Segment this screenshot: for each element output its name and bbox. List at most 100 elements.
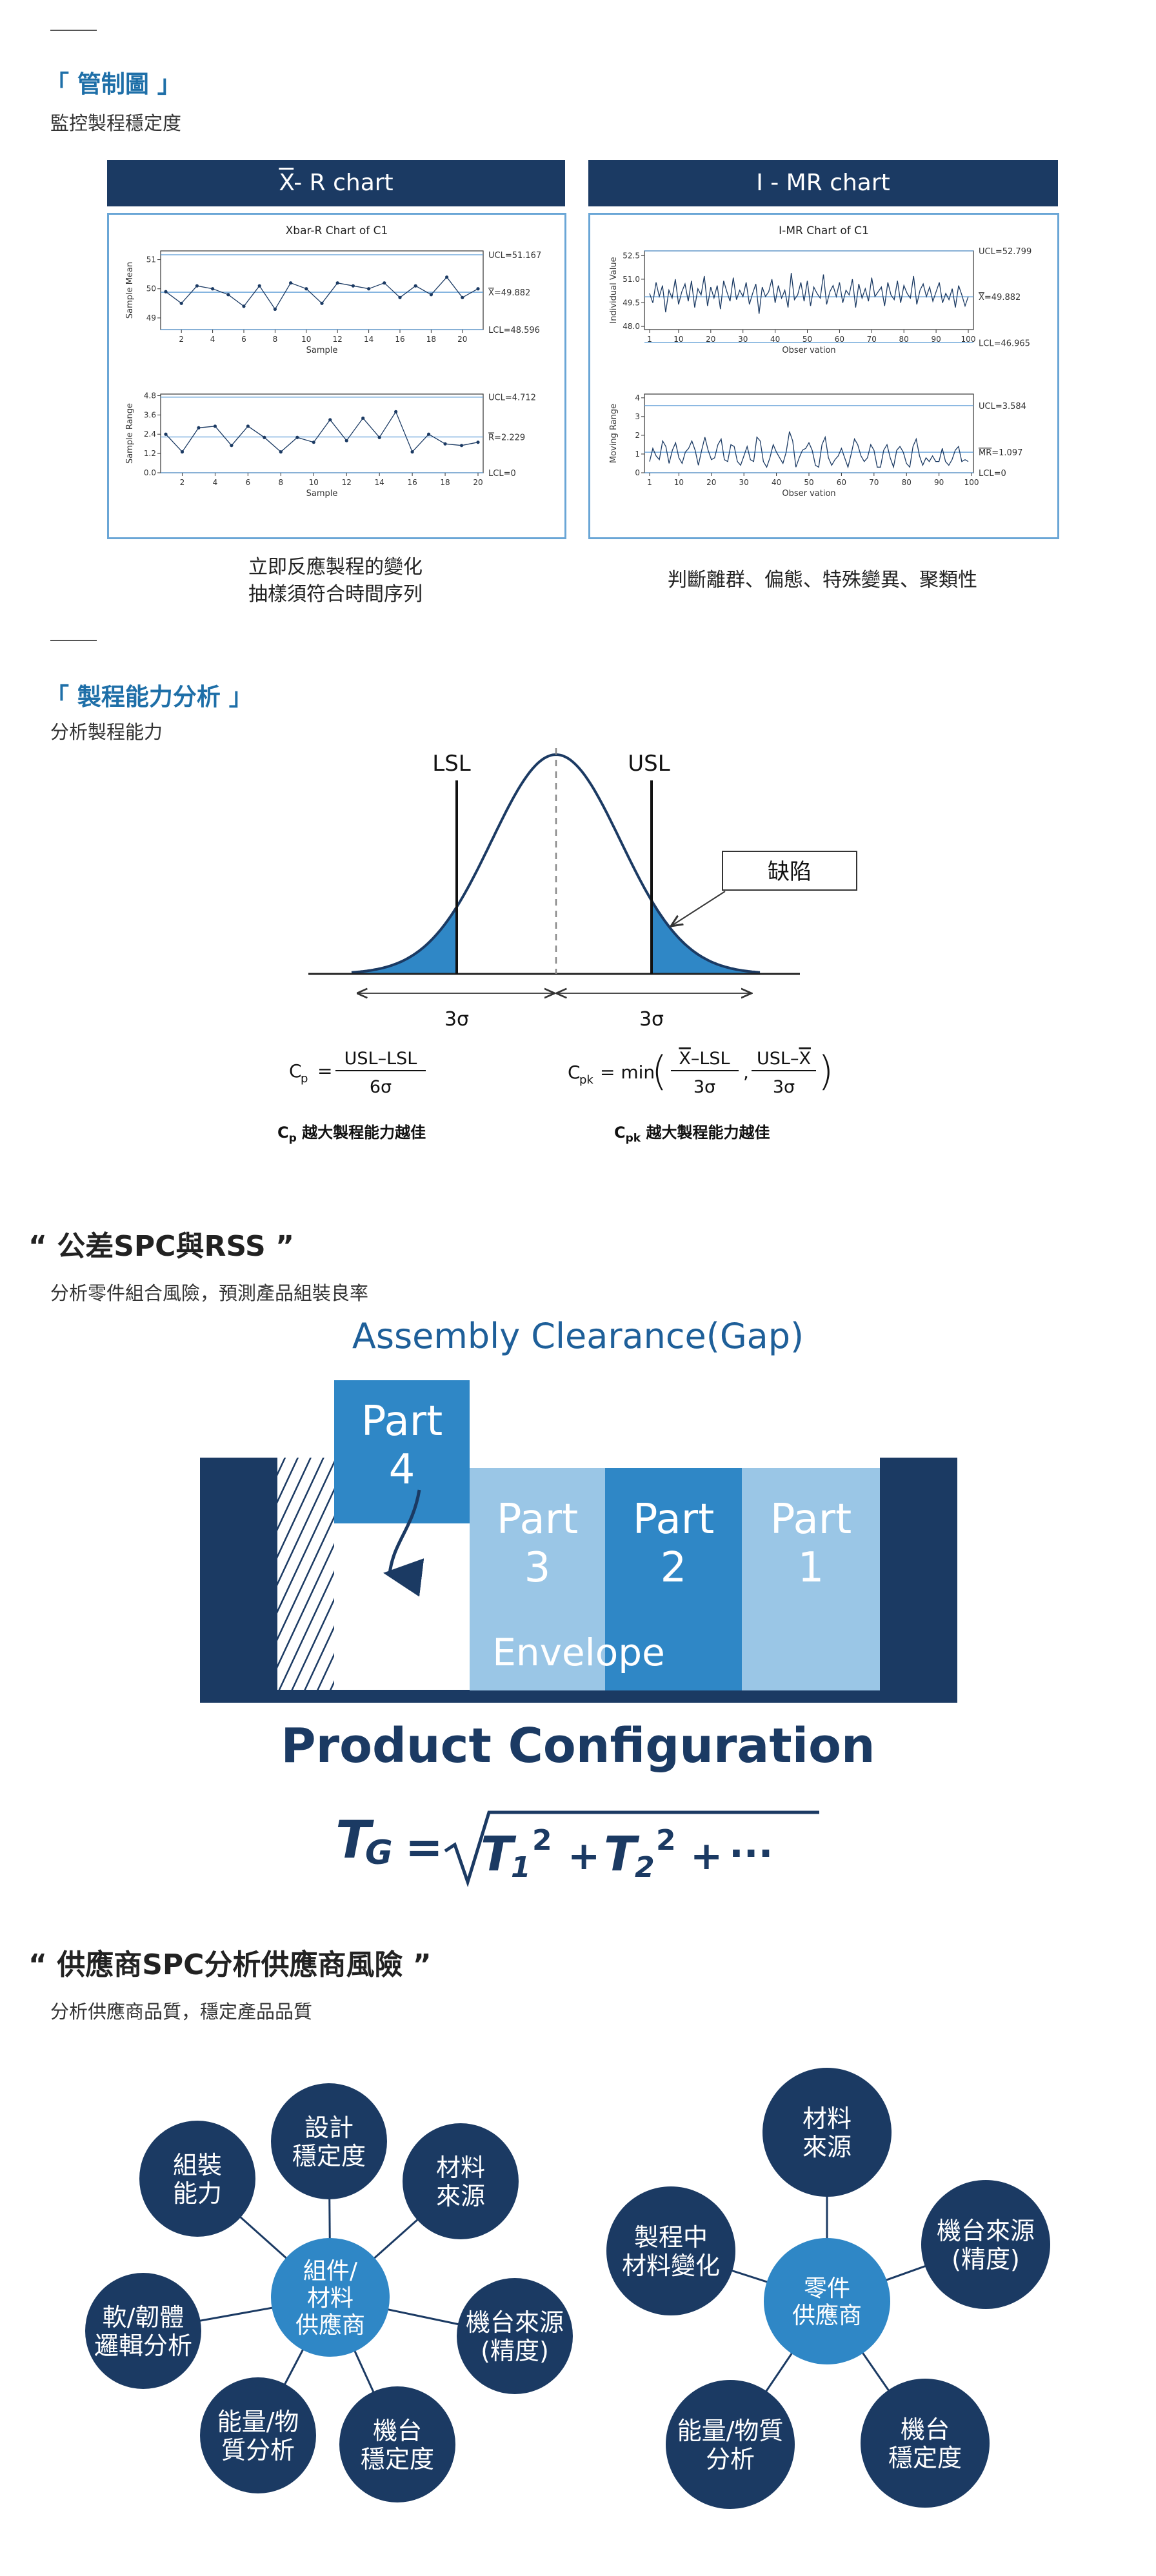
x-tick-label: 20 [457,335,467,344]
y-tick-label: 49 [146,313,156,322]
x-axis-label: Sample [306,346,338,355]
xbar-chart-header: X- R chart [107,160,565,206]
imr-chart: I-MR Chart of C1UCL=52.799X=49.882LCL=46… [609,224,1031,499]
y-tick-label: 1 [635,450,640,459]
x-tick-label: 40 [770,335,780,344]
data-point [476,287,480,291]
x-tick-label: 6 [241,335,246,344]
section-title-tolerance: “ 公差SPC與RSS ” [28,1230,294,1263]
svg-text:2: 2 [656,1824,676,1857]
ucl-label: UCL=51.167 [488,251,541,261]
y-tick-label: 3 [635,412,640,421]
x-tick-label: 14 [364,335,374,344]
x-tick-label: 10 [673,335,683,344]
data-point [304,287,308,291]
cpk-caption: Cpk 越大製程能力越佳 [614,1124,770,1145]
factor-node-label: 穩定度 [361,2445,434,2473]
plot-frame [160,250,484,330]
envelope-label: Envelope [492,1630,665,1674]
data-point [312,441,315,444]
chart-title: I-MR Chart of C1 [779,224,869,237]
x-tick-label: 6 [246,478,251,487]
data-point [226,293,230,297]
data-point [242,304,246,308]
y-axis-label: Sample Range [125,403,135,464]
imr-chart-header: I - MR chart [588,160,1058,206]
svg-text:p: p [301,1072,308,1085]
svg-text:2: 2 [532,1824,552,1857]
factor-node [606,2186,735,2315]
svg-text:X–LSL: X–LSL [679,1049,730,1069]
factor-node-label: 來源 [802,2133,852,2161]
svg-text:= min: = min [600,1062,655,1083]
data-point [320,301,324,305]
sigma-right: 3σ [639,1008,664,1031]
product-configuration-title: Product Configuration [281,1718,875,1774]
svg-text:): ) [818,1047,833,1095]
data-point [398,295,402,299]
factor-node [861,2379,990,2508]
part-1-label-2: 1 [798,1544,824,1592]
factor-node [85,2273,201,2389]
svg-text:=: = [317,1060,332,1082]
part-3-label-2: 3 [524,1544,551,1592]
defect-label: 缺陷 [768,859,812,885]
x-tick-label: 80 [899,335,909,344]
svg-text:,: , [743,1062,749,1083]
lcl-label: LCL=0 [979,469,1006,479]
part-4-block [334,1380,470,1523]
ucl-label: UCL=3.584 [979,402,1026,411]
part-2-block [605,1468,742,1690]
factor-node-label: 材料 [802,2105,852,2133]
y-axis-label: Moving Range [609,404,619,463]
section-subtitle: 分析供應商品質，穩定產品品質 [50,2001,313,2023]
data-point [445,275,449,279]
defect-area-right [652,900,761,974]
cp-formula: C p = USL–LSL 6σ [289,1049,426,1097]
factor-node-label: 設計 [304,2114,354,2142]
section-title-capability: 「 製程能力分析 」 [45,683,253,711]
data-point [273,307,277,311]
data-point [476,441,480,444]
y-tick-label: 52.5 [623,251,640,260]
y-tick-label: 4 [635,393,640,402]
factor-node-label: 穩定度 [888,2444,962,2472]
x-tick-label: 60 [837,478,846,487]
x-axis-label: Obser vation [782,346,835,355]
factor-node-label: 能力 [173,2179,222,2208]
data-point [328,418,332,422]
x-tick-label: 70 [867,335,877,344]
insertion-arrow [383,1489,424,1597]
section-divider [50,30,97,31]
x-tick-label: 12 [342,478,352,487]
data-point [361,416,365,420]
factor-node [139,2121,255,2237]
ucl-label: UCL=52.799 [979,247,1031,257]
data-point [367,287,371,291]
data-point [246,424,250,428]
data-point [295,435,299,439]
x-tick-label: 20 [473,478,483,487]
factor-node-label: 機台 [901,2415,950,2444]
section-subtitle: 監控製程穩定度 [50,112,182,134]
data-point [377,435,381,439]
data-point [213,424,217,428]
supplier-diagrams: 組件/材料供應商設計穩定度材料來源機台來源(精度)機台穩定度能量/物質分析軟/韌… [85,2068,1050,2509]
cp-caption: Cp 越大製程能力越佳 [277,1124,426,1145]
data-point [426,432,431,436]
x-tick-label: 16 [395,335,404,344]
part-1-label-1: Part [770,1496,852,1543]
defect-arrow [671,891,726,926]
section-subtitle: 分析製程能力 [50,721,163,743]
data-point [351,284,355,288]
data-point [279,450,283,454]
y-tick-label: 51.0 [623,275,640,284]
x-tick-label: 100 [964,478,979,487]
section-subtitle: 分析零件組合風險，預測產品組裝良率 [50,1282,369,1304]
center-label: R=2.229 [488,433,525,443]
svg-text:1: 1 [511,1851,531,1884]
y-tick-label: 3.6 [144,410,156,419]
normal-curve [351,753,761,974]
y-tick-label: 4.8 [144,391,156,400]
y-tick-label: 0 [635,468,640,477]
